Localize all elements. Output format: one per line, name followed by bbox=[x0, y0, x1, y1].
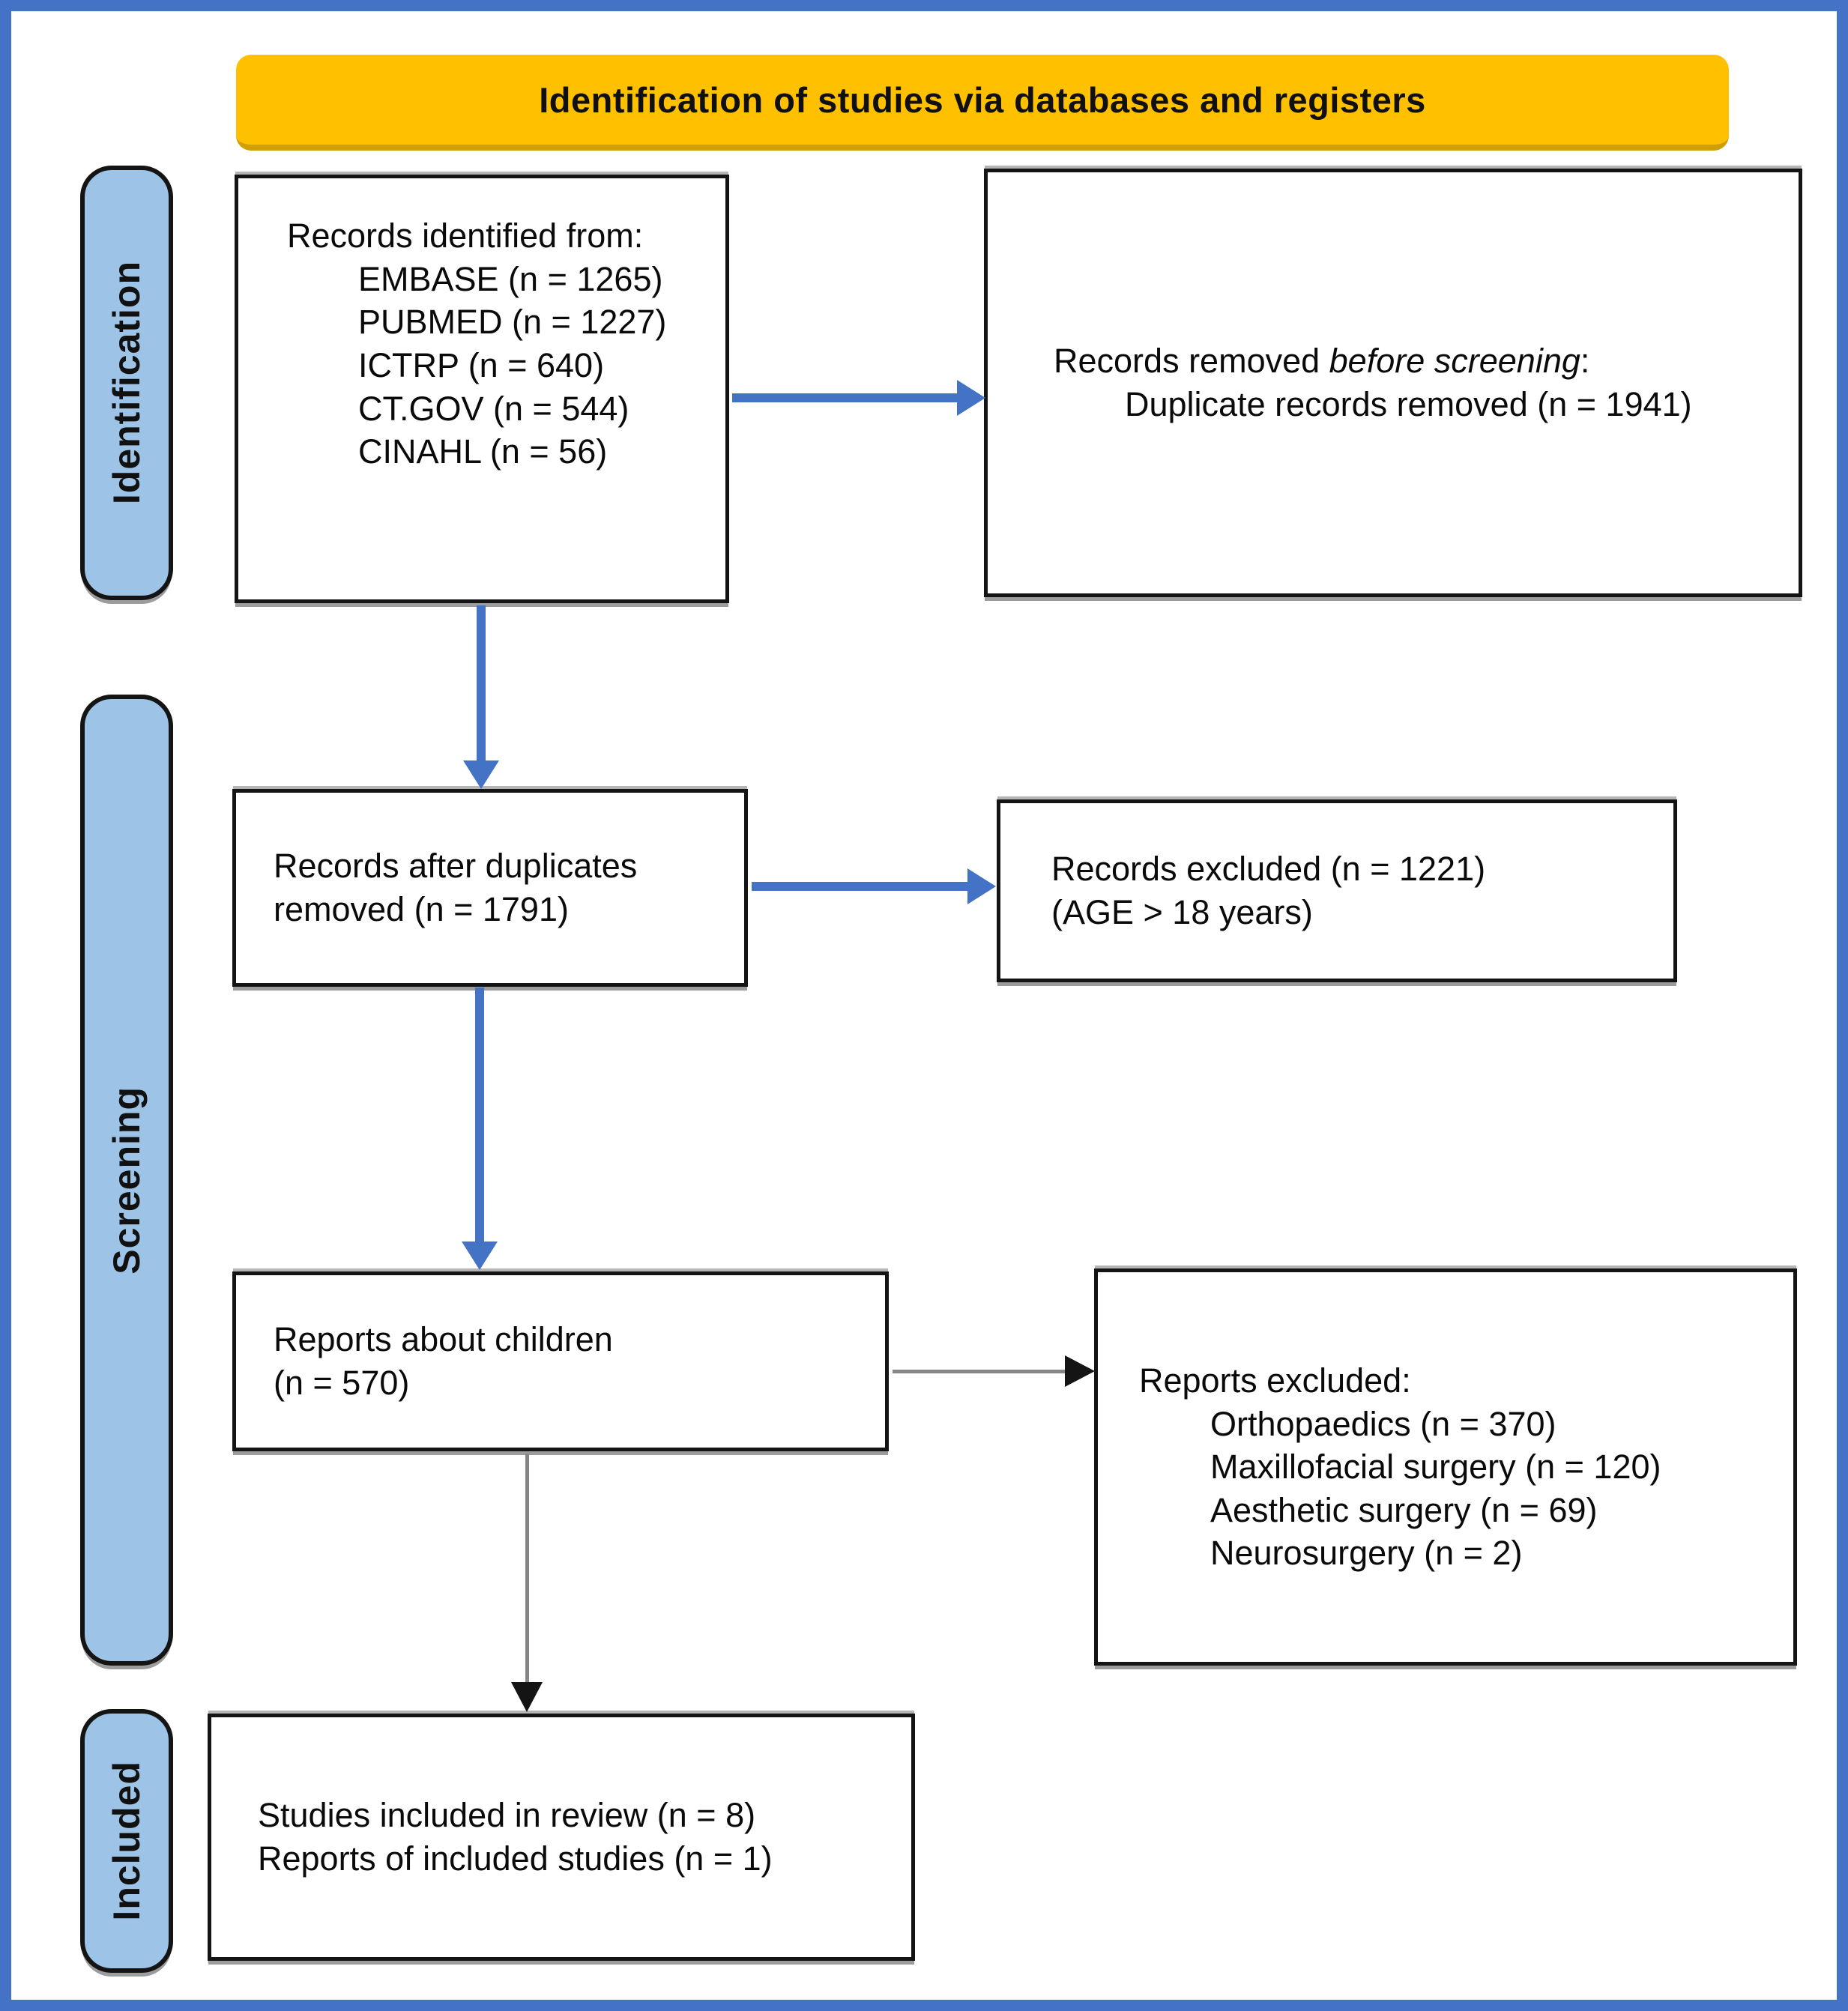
heading-prefix: Records removed bbox=[1054, 342, 1329, 381]
box-records-removed-before-screening: Records removed before screening: Duplic… bbox=[984, 169, 1802, 597]
banner: Identification of studies via databases … bbox=[236, 55, 1729, 151]
arrow-head-icon bbox=[967, 868, 996, 904]
arrow-shaft bbox=[477, 605, 486, 761]
box-records-excluded: Records excluded (n = 1221) (AGE > 18 ye… bbox=[997, 799, 1677, 982]
arrow-head-icon bbox=[463, 760, 499, 789]
arrow-head-icon bbox=[957, 380, 985, 416]
banner-title: Identification of studies via databases … bbox=[539, 79, 1426, 120]
list-item: CT.GOV (n = 544) bbox=[358, 389, 629, 428]
arrow-shaft bbox=[732, 393, 958, 402]
stage-label-included: Included bbox=[80, 1709, 173, 1973]
arrow-head-icon bbox=[1065, 1355, 1095, 1387]
list-item: Duplicate records removed (n = 1941) bbox=[1125, 385, 1692, 423]
list-item: EMBASE (n = 1265) bbox=[358, 259, 663, 298]
stage-label-text: Included bbox=[106, 1761, 148, 1921]
box-records-after-duplicates: Records after duplicates removed (n = 17… bbox=[232, 789, 748, 987]
list-item: ICTRP (n = 640) bbox=[358, 346, 605, 384]
stage-label-text: Screening bbox=[106, 1086, 148, 1274]
arrow-shaft bbox=[475, 988, 484, 1242]
box-text-line: (n = 570) bbox=[274, 1364, 410, 1402]
box-reports-about-children: Reports about children (n = 570) bbox=[232, 1271, 889, 1451]
heading-suffix: : bbox=[1580, 342, 1590, 381]
stage-label-identification: Identification bbox=[80, 166, 173, 600]
list-item: Orthopaedics (n = 370) bbox=[1210, 1404, 1556, 1443]
list-item: CINAHL (n = 56) bbox=[358, 432, 608, 471]
box-text-line: Reports about children bbox=[274, 1320, 613, 1359]
box-heading: Records identified from: bbox=[287, 217, 644, 255]
box-text-line: Studies included in review (n = 8) bbox=[258, 1796, 756, 1835]
box-reports-excluded: Reports excluded: Orthopaedics (n = 370)… bbox=[1094, 1268, 1797, 1666]
arrow-shaft bbox=[893, 1370, 1066, 1373]
list-item: Neurosurgery (n = 2) bbox=[1210, 1534, 1523, 1573]
arrow-shaft bbox=[752, 882, 969, 891]
box-heading: Reports excluded: bbox=[1139, 1361, 1411, 1400]
arrow-shaft bbox=[525, 1454, 529, 1683]
box-heading: Records removed before screening: bbox=[1054, 339, 1799, 383]
arrow-head-icon bbox=[511, 1682, 543, 1712]
arrow-head-icon bbox=[462, 1242, 498, 1270]
box-text-line: (AGE > 18 years) bbox=[1051, 893, 1313, 931]
heading-emphasis: before screening bbox=[1329, 342, 1580, 381]
box-text-line: Reports of included studies (n = 1) bbox=[258, 1839, 773, 1878]
box-studies-included: Studies included in review (n = 8) Repor… bbox=[208, 1714, 915, 1961]
box-text-line: removed (n = 1791) bbox=[274, 890, 569, 928]
box-text-line: Records after duplicates bbox=[274, 847, 638, 886]
stage-label-text: Identification bbox=[106, 261, 148, 505]
list-item: PUBMED (n = 1227) bbox=[358, 303, 667, 342]
stage-label-screening: Screening bbox=[80, 695, 173, 1666]
list-item: Maxillofacial surgery (n = 120) bbox=[1210, 1448, 1661, 1487]
box-text-line: Records excluded (n = 1221) bbox=[1051, 850, 1486, 889]
list-item: Aesthetic surgery (n = 69) bbox=[1210, 1490, 1598, 1529]
box-records-identified: Records identified from: EMBASE (n = 126… bbox=[235, 175, 729, 603]
